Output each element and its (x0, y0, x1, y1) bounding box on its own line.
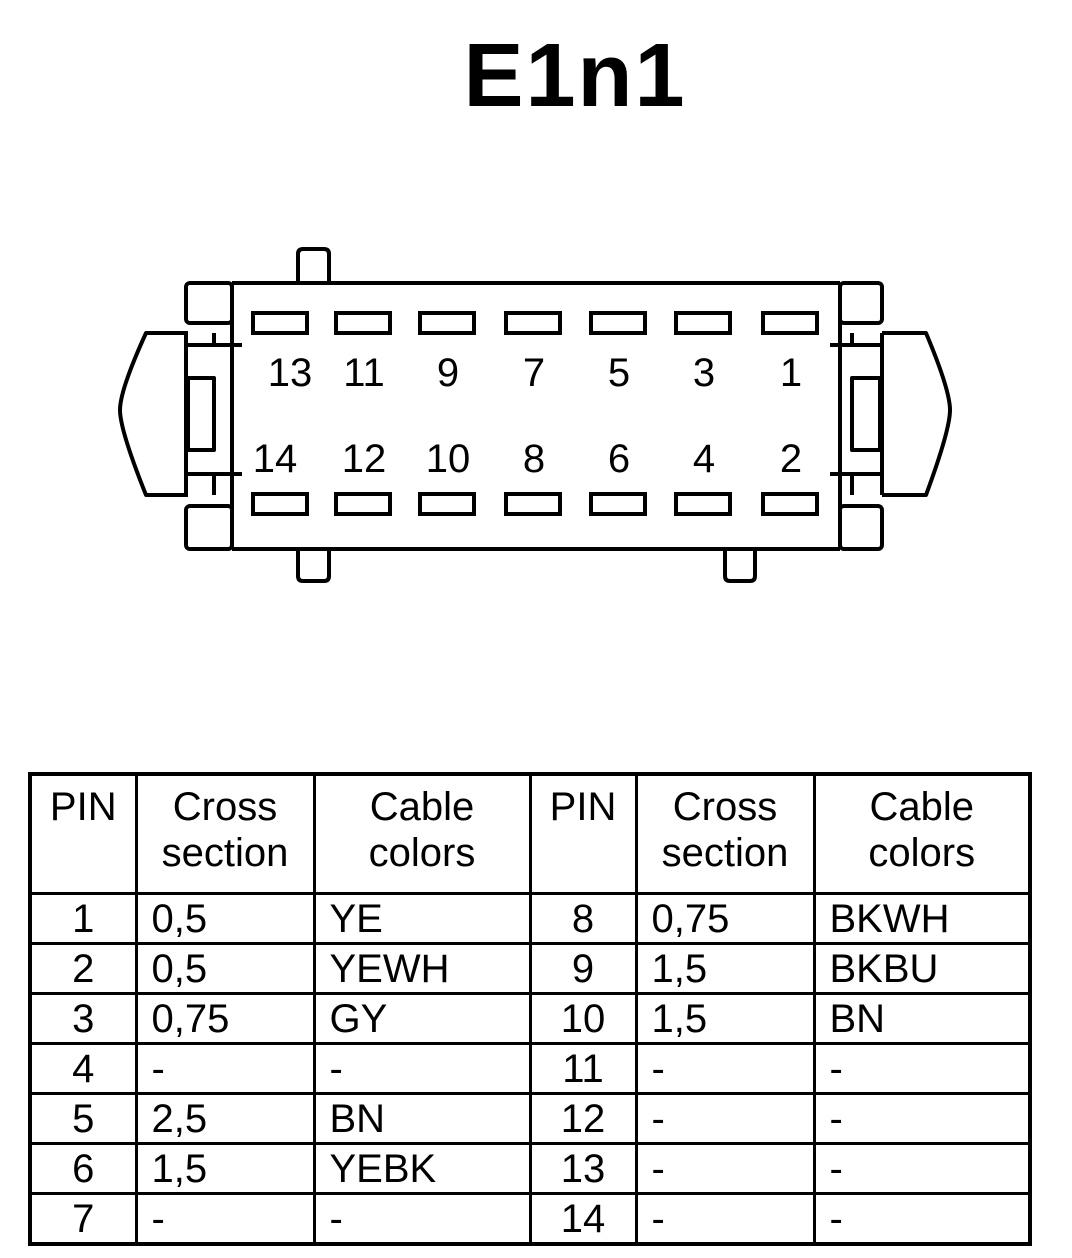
cross-section-cell: - (634, 1192, 816, 1246)
pin-label: 2 (780, 437, 802, 481)
cable-color-cell: - (812, 1192, 1032, 1246)
corner-block (838, 281, 884, 325)
bottom-tab (723, 549, 757, 583)
pin-cell: 8 (528, 892, 638, 945)
table-row: 4--11-- (28, 1042, 1032, 1095)
header-pin: PIN (528, 772, 638, 895)
pin-terminal (251, 492, 309, 516)
bottom-tab (296, 549, 331, 583)
pin-label: 12 (342, 437, 387, 481)
cross-section-cell: 0,75 (634, 892, 816, 945)
pin-terminal (334, 311, 392, 335)
pin-cell: 5 (28, 1092, 138, 1145)
pin-cell: 4 (28, 1042, 138, 1095)
right-latch (882, 331, 952, 497)
cross-section-cell: 0,5 (134, 892, 316, 945)
pin-terminal (761, 492, 819, 516)
pin-terminal (504, 492, 562, 516)
pin-cell: 3 (28, 992, 138, 1045)
pin-terminal (589, 311, 647, 335)
header-pin: PIN (28, 772, 138, 895)
connector-housing (230, 281, 842, 551)
pin-label: 10 (426, 437, 471, 481)
cable-color-cell: YE (312, 892, 532, 945)
corner-block (184, 504, 234, 551)
pin-label: 8 (523, 437, 545, 481)
cross-section-cell: 1,5 (634, 992, 816, 1045)
pin-cell: 12 (528, 1092, 638, 1145)
pin-terminal (589, 492, 647, 516)
cable-color-cell: - (312, 1042, 532, 1095)
cable-color-cell: BN (812, 992, 1032, 1045)
cable-color-cell: - (812, 1142, 1032, 1195)
pin-label: 13 (268, 351, 313, 395)
cable-color-cell: BN (312, 1092, 532, 1145)
cross-section-cell: 2,5 (134, 1092, 316, 1145)
cable-color-cell: GY (312, 992, 532, 1045)
pin-cell: 2 (28, 942, 138, 995)
pin-terminal (251, 311, 309, 335)
cable-color-cell: - (812, 1092, 1032, 1145)
cable-color-cell: YEBK (312, 1142, 532, 1195)
pin-label: 5 (608, 351, 630, 395)
pin-label: 3 (693, 351, 715, 395)
cross-section-cell: - (634, 1092, 816, 1145)
cross-section-cell: - (634, 1042, 816, 1095)
corner-block (184, 281, 234, 325)
pin-terminal (761, 311, 819, 335)
pin-cell: 10 (528, 992, 638, 1045)
pin-cell: 11 (528, 1042, 638, 1095)
pin-label: 4 (693, 437, 715, 481)
pin-cell: 1 (28, 892, 138, 945)
pin-label: 7 (523, 351, 545, 395)
table-row: 7--14-- (28, 1192, 1032, 1246)
pin-terminal (418, 311, 476, 335)
pin-cell: 6 (28, 1142, 138, 1195)
pin-terminal (418, 492, 476, 516)
pin-terminal (504, 311, 562, 335)
cross-section-cell: 0,75 (134, 992, 316, 1045)
cross-section-cell: - (634, 1142, 816, 1195)
left-latch (118, 331, 188, 497)
pin-cell: 14 (528, 1192, 638, 1246)
corner-block (838, 504, 884, 551)
cable-color-cell: YEWH (312, 942, 532, 995)
cable-color-cell: - (812, 1042, 1032, 1095)
pin-label: 1 (780, 351, 802, 395)
pin-label: 6 (608, 437, 630, 481)
pin-label: 11 (343, 351, 385, 395)
cross-section-cell: - (134, 1192, 316, 1246)
cross-section-cell: - (134, 1042, 316, 1095)
cross-section-cell: 0,5 (134, 942, 316, 995)
pin-label: 14 (253, 437, 298, 481)
diagram-title: E1n1 (463, 26, 687, 126)
cross-section-cell: 1,5 (634, 942, 816, 995)
pin-terminal (674, 311, 732, 335)
cross-section-cell: 1,5 (134, 1142, 316, 1195)
cable-color-cell: BKWH (812, 892, 1032, 945)
pin-label: 9 (437, 351, 459, 395)
pin-cell: 9 (528, 942, 638, 995)
cable-color-cell: - (312, 1192, 532, 1246)
pin-terminal (334, 492, 392, 516)
pin-terminal (674, 492, 732, 516)
top-tab (296, 247, 331, 283)
pin-cell: 13 (528, 1142, 638, 1195)
cable-color-cell: BKBU (812, 942, 1032, 995)
pin-cell: 7 (28, 1192, 138, 1246)
